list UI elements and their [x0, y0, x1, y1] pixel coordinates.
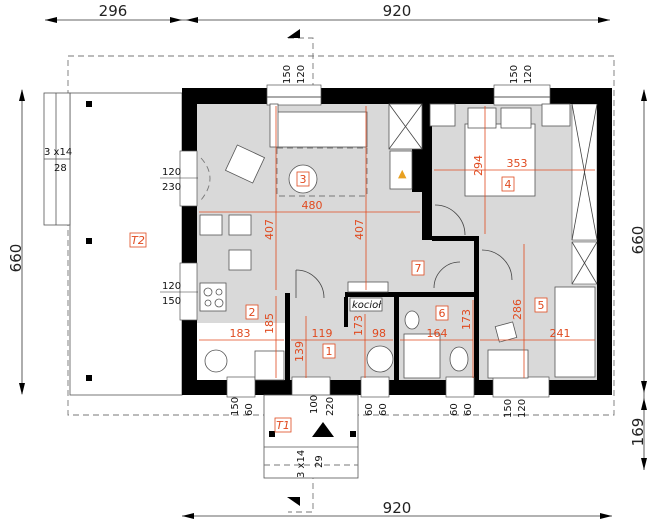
dim-164: 164: [427, 327, 448, 340]
door-left-w: 120: [162, 167, 181, 178]
win-room5-h: 120: [517, 399, 528, 418]
dim-173-a: 173: [352, 315, 365, 336]
room-4-label: 4: [505, 178, 512, 191]
door-left-h: 230: [162, 182, 181, 193]
terrace-t1-label: T1: [276, 419, 290, 432]
dim-294: 294: [472, 155, 485, 176]
dim-286: 286: [511, 299, 524, 320]
door-entry-h: 220: [325, 397, 336, 416]
dim-98: 98: [372, 327, 386, 340]
dim-407-a: 407: [263, 219, 276, 240]
dim-920-bottom: 920: [383, 499, 412, 517]
room-1-label: 1: [326, 345, 333, 358]
side-dimensions: 660 660 169 920: [7, 89, 647, 519]
win-kitchen-h: 60: [244, 403, 255, 416]
doors[interactable]: [200, 157, 513, 299]
dim-173-b: 173: [460, 309, 473, 330]
furniture: ▲ kocioł: [199, 103, 598, 381]
stair-left-rise: 28: [54, 163, 67, 174]
win-top-left-h: 120: [296, 65, 307, 84]
dim-353: 353: [507, 157, 528, 170]
win-hall-h: 60: [378, 403, 389, 416]
stair-entry-count: 3 x14: [296, 450, 307, 478]
room-6-label: 6: [439, 307, 446, 320]
dim-185: 185: [263, 313, 276, 334]
win-top-left-w: 150: [282, 65, 293, 84]
dim-660-left: 660: [7, 244, 25, 273]
dim-169: 169: [629, 418, 647, 447]
room-3-label: 3: [300, 173, 307, 186]
stair-left-count: 3 x14: [44, 147, 72, 158]
section-marker-bottom: [287, 497, 300, 506]
win-top-right-w: 150: [509, 65, 520, 84]
dim-660-right: 660: [629, 226, 647, 255]
top-dimension: 296 920: [45, 2, 610, 23]
dim-183: 183: [230, 327, 251, 340]
dim-480: 480: [302, 199, 323, 212]
terrace-t1: 3 x14 29: [263, 394, 359, 479]
win-bath-h: 60: [463, 403, 474, 416]
boiler-label: kocioł: [352, 300, 382, 311]
room-tags: 3 4 7 2 1 6 5 T2 T1: [129, 171, 548, 433]
win-hall-w: 60: [364, 403, 375, 416]
win-kitchen-w: 150: [230, 397, 241, 416]
dim-241: 241: [550, 327, 571, 340]
dim-296: 296: [99, 2, 128, 20]
windows: [179, 84, 551, 398]
win-top-right-h: 120: [523, 65, 534, 84]
terrace-t2-label: T2: [131, 234, 145, 247]
win-left-h: 150: [162, 296, 181, 307]
opening-labels: 150 120 150 120 120 230 120 150 150 60 1…: [160, 65, 534, 418]
room-2-label: 2: [249, 306, 256, 319]
win-room5-w: 150: [503, 399, 514, 418]
room-7-label: 7: [415, 262, 422, 275]
dim-119: 119: [312, 327, 333, 340]
door-entry-w: 100: [309, 395, 320, 414]
room-dimension-lines: [199, 106, 595, 378]
entry-arrow-icon: [312, 422, 334, 437]
section-marker-top: [287, 29, 300, 38]
fireplace-icon: ▲: [398, 167, 407, 180]
dim-407-b: 407: [353, 219, 366, 240]
win-bath-w: 60: [449, 403, 460, 416]
dim-920-top: 920: [383, 2, 412, 20]
terrace-t2: 3 x14 28: [43, 92, 183, 396]
roof-outline: [67, 55, 615, 416]
dim-139: 139: [293, 341, 306, 362]
stair-entry-rise: 29: [314, 455, 325, 468]
room-dimension-labels: 480 407 407 294 353 185 183 119 139 173 …: [230, 155, 571, 362]
room-5-label: 5: [538, 299, 545, 312]
win-left-w: 120: [162, 281, 181, 292]
